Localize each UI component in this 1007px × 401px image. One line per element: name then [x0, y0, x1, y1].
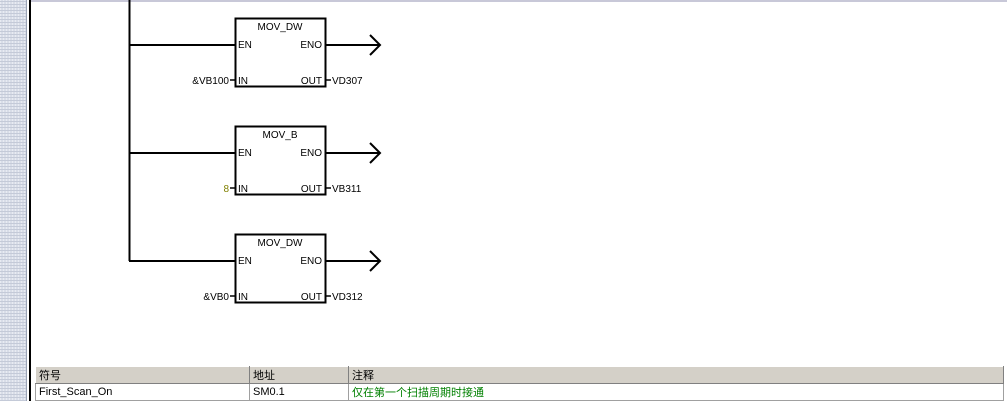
header-address[interactable]: 地址	[249, 366, 349, 384]
in-pin-label: IN	[238, 292, 248, 303]
mov-block-1[interactable]: MOV_DW EN ENO IN OUT &VB100 VD307	[129, 17, 382, 88]
header-comment[interactable]: 注释	[348, 366, 1004, 384]
out-pin-label: OUT	[301, 292, 322, 303]
cell-symbol[interactable]: First_Scan_On	[35, 383, 250, 401]
en-pin-label: EN	[238, 256, 252, 267]
cell-address[interactable]: SM0.1	[249, 383, 349, 401]
eno-pin-label: ENO	[300, 148, 322, 159]
left-power-rail	[29, 0, 31, 401]
out-operand[interactable]: VB311	[332, 184, 362, 195]
output-arrow-icon	[369, 34, 382, 56]
out-pin-label: OUT	[301, 76, 322, 87]
in-operand[interactable]: &VB100	[192, 76, 229, 87]
in-pin-label: IN	[238, 76, 248, 87]
en-pin-label: EN	[238, 40, 252, 51]
out-pin-label: OUT	[301, 184, 322, 195]
out-operand[interactable]: VD307	[332, 76, 363, 87]
in-operand[interactable]: 8	[223, 184, 229, 195]
en-pin-label: EN	[238, 148, 252, 159]
eno-pin-label: ENO	[300, 40, 322, 51]
mov-block-3[interactable]: MOV_DW EN ENO IN OUT &VB0 VD312	[129, 233, 382, 304]
output-arrow-icon	[369, 142, 382, 164]
mov-block-2[interactable]: MOV_B EN ENO IN OUT 8 VB311	[129, 125, 382, 196]
in-operand[interactable]: &VB0	[203, 292, 229, 303]
network-separator	[31, 0, 1007, 2]
symbol-table: 符号 地址 注释 First_Scan_On SM0.1 仅在第一个扫描周期时接…	[35, 366, 1004, 401]
editor-margin	[0, 0, 27, 401]
ladder-diagram: MOV_DW EN ENO IN OUT &VB100 VD307 MOV_B …	[128, 0, 382, 304]
table-row[interactable]: First_Scan_On SM0.1 仅在第一个扫描周期时接通	[35, 383, 1004, 401]
block-box[interactable]	[234, 17, 327, 88]
block-title: MOV_B	[262, 130, 297, 141]
output-arrow-icon	[369, 250, 382, 272]
block-title: MOV_DW	[258, 238, 304, 249]
eno-pin-label: ENO	[300, 256, 322, 267]
block-box[interactable]	[234, 125, 327, 196]
out-operand[interactable]: VD312	[332, 292, 363, 303]
block-box[interactable]	[234, 233, 327, 304]
block-title: MOV_DW	[258, 22, 304, 33]
header-symbol[interactable]: 符号	[35, 366, 250, 384]
cell-comment[interactable]: 仅在第一个扫描周期时接通	[348, 383, 1004, 401]
in-pin-label: IN	[238, 184, 248, 195]
symbol-table-header: 符号 地址 注释	[35, 366, 1004, 384]
